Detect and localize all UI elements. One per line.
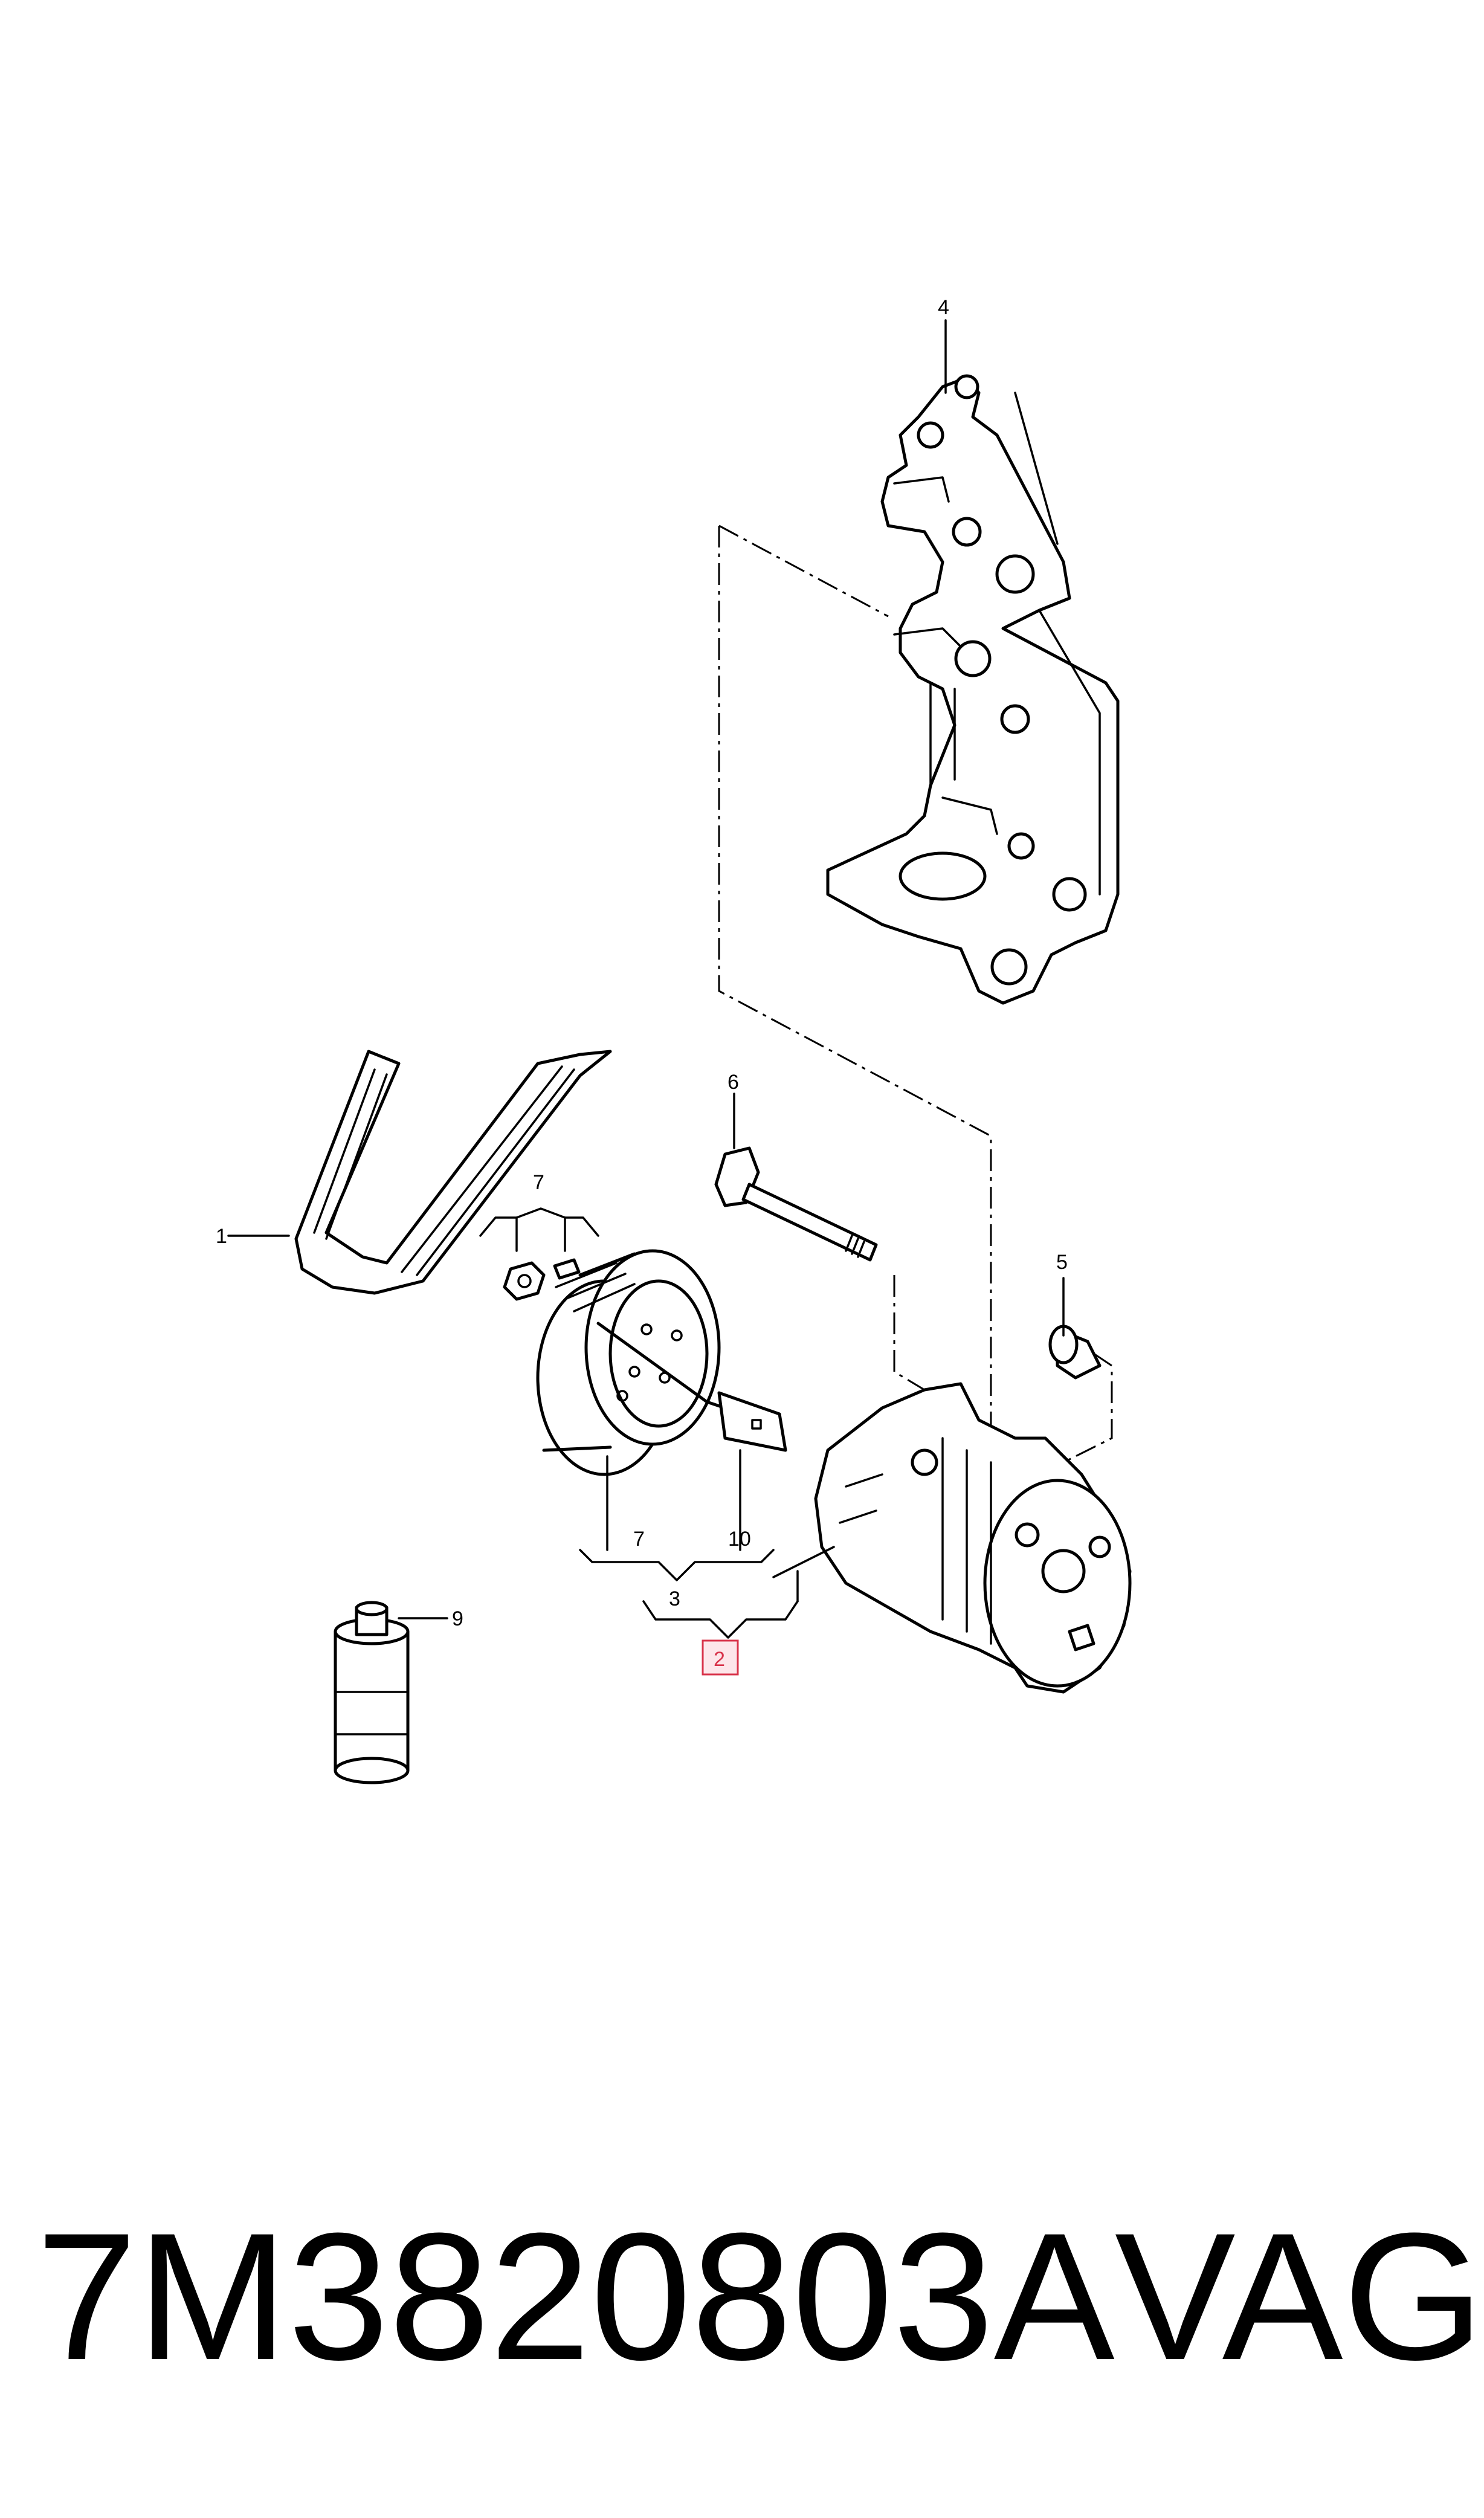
callout-6: 6	[727, 1071, 739, 1094]
ribbed-belt-part-1	[294, 1050, 612, 1295]
leader-lines	[227, 319, 1065, 1639]
clutch-pulley-part-7	[536, 1249, 721, 1476]
callout-9: 9	[452, 1607, 463, 1630]
caption-bar: 7M3820803A VAG	[36, 2195, 1484, 2398]
brand-name: VAG	[1114, 2195, 1484, 2398]
bolt-part-6	[714, 1146, 878, 1262]
nut-and-key-part-7	[503, 1258, 581, 1301]
connector-cable-part-10	[596, 1322, 787, 1452]
callout-10: 10	[728, 1528, 751, 1551]
bracket-part-4	[826, 374, 1120, 1005]
callout-4: 4	[938, 296, 949, 319]
sleeve-part-5	[1048, 1325, 1102, 1380]
part-number: 7M3820803A	[36, 2195, 1115, 2398]
ac-compressor	[814, 1382, 1132, 1694]
callout-2: 2	[714, 1648, 725, 1671]
callout-7-lower: 7	[633, 1528, 645, 1551]
callout-3: 3	[669, 1587, 680, 1610]
callout-5: 5	[1056, 1251, 1068, 1274]
callout-2-highlight	[702, 1639, 739, 1676]
dryer-cartridge-part-9	[334, 1601, 410, 1784]
callout-1: 1	[216, 1225, 227, 1248]
callout-labels: 4 6 5 1 7 7 10 3 9 2	[216, 296, 1068, 1676]
assembly-dash-lines	[718, 525, 1113, 1476]
callout-7-upper: 7	[533, 1171, 544, 1194]
